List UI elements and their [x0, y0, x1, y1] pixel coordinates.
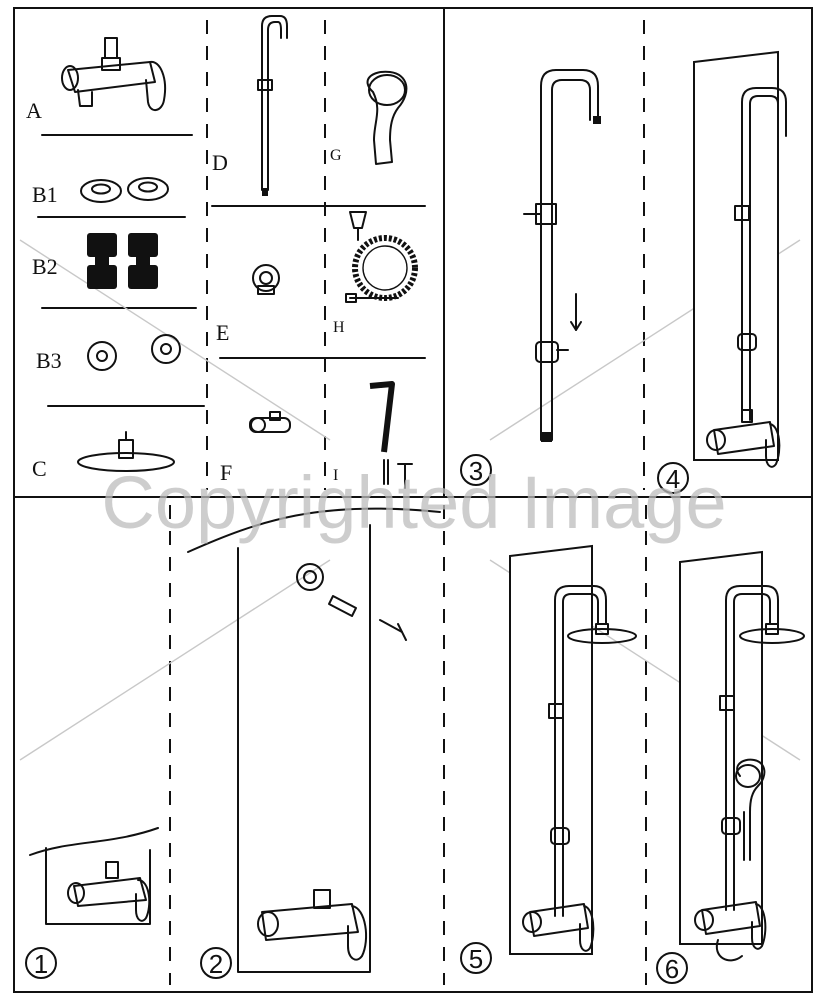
step-5-number-badge: 5: [460, 942, 492, 974]
step-4-number-badge: 4: [657, 462, 689, 494]
step-3-number-badge: 3: [460, 454, 492, 486]
step-3-illustration: [523, 69, 601, 442]
part-h-hose-icon: [345, 211, 418, 303]
step-2-number-badge: 2: [200, 947, 232, 979]
step-1-number-badge: 1: [25, 947, 57, 979]
part-b1-label: B1: [32, 182, 58, 207]
step-6-number-badge: 6: [656, 952, 688, 984]
step-4-number: 4: [666, 464, 680, 494]
part-i-label: I: [333, 467, 338, 484]
part-d-riser-icon: [257, 15, 288, 196]
part-b1-washer-icon: [80, 177, 169, 203]
part-a-label: A: [26, 98, 42, 123]
step-1-number: 1: [34, 949, 48, 979]
part-e-wall-bracket-icon: [252, 264, 280, 295]
step-5-number: 5: [469, 944, 483, 974]
step-5-illustration: [509, 544, 637, 955]
part-c-label: C: [32, 456, 47, 481]
part-d-label: D: [212, 150, 228, 175]
step-4-illustration: [693, 50, 787, 468]
outer-frame: [13, 7, 813, 993]
step-3-number: 3: [469, 456, 483, 486]
part-b2-label: B2: [32, 254, 58, 279]
part-b2-connector-icon: [87, 233, 158, 289]
step-2-number: 2: [209, 949, 223, 979]
step-6-number: 6: [665, 954, 679, 984]
part-i-hex-key-icon: [369, 381, 413, 489]
step-6-illustration: [679, 550, 805, 962]
part-f-slider-icon: [249, 411, 291, 433]
part-b3-label: B3: [36, 348, 62, 373]
part-e-label: E: [216, 320, 229, 345]
part-h-label: H: [333, 319, 345, 336]
part-c-overhead-shower-icon: [77, 431, 175, 472]
part-g-label: G: [330, 147, 342, 164]
part-g-hand-shower-icon: [366, 70, 408, 165]
part-a-mixer-icon: [61, 37, 166, 111]
part-b3-flange-icon: [87, 334, 181, 371]
step-1-illustration: [29, 827, 159, 925]
part-f-label: F: [220, 460, 232, 485]
watermark-text: Copyrighted Image: [101, 461, 726, 544]
step-2-illustration: [187, 507, 441, 973]
